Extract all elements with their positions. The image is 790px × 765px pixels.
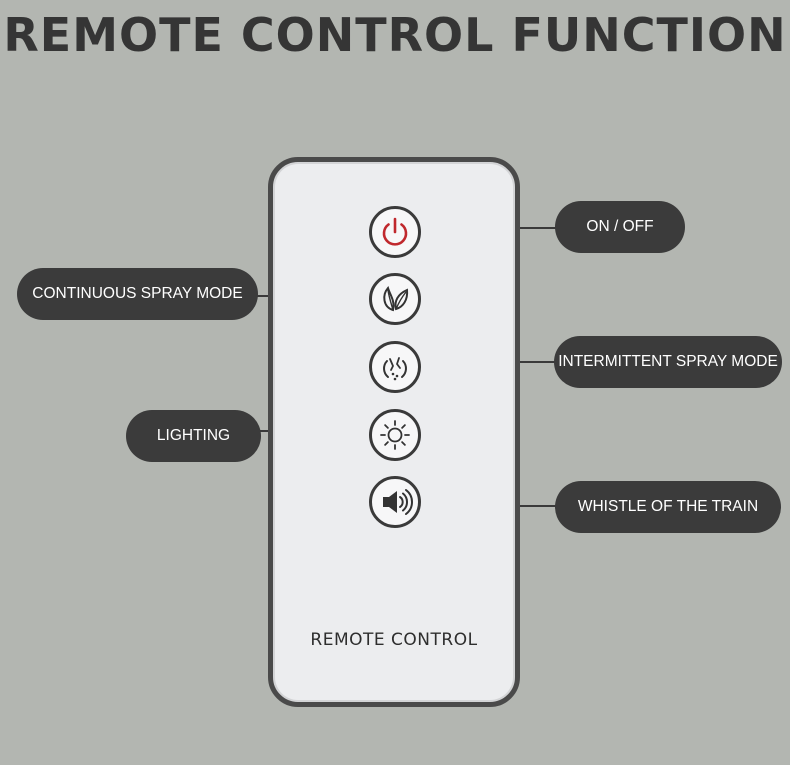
label-continuous-spray-mode: CONTINUOUS SPRAY MODE: [17, 268, 258, 320]
page-title: REMOTE CONTROL FUNCTION: [3, 8, 787, 62]
power-icon: [382, 217, 408, 246]
sun-icon: [380, 420, 410, 450]
power-button[interactable]: [369, 206, 421, 258]
remote-label: REMOTE CONTROL: [310, 630, 478, 650]
continuous-spray-button[interactable]: [369, 273, 421, 325]
intermittent-spray-button[interactable]: [369, 341, 421, 393]
remote-control: REMOTE CONTROL: [268, 157, 520, 707]
lighting-button[interactable]: [369, 409, 421, 461]
label-whistle-of-the-train: WHISTLE OF THE TRAIN: [555, 481, 781, 533]
spray-icon: [383, 357, 407, 381]
leaf-icon: [383, 285, 409, 312]
label-on-off: ON / OFF: [555, 201, 685, 253]
whistle-button[interactable]: [369, 476, 421, 528]
label-intermittent-spray-mode: INTERMITTENT SPRAY MODE: [554, 336, 782, 388]
speaker-icon: [383, 489, 413, 515]
label-lighting: LIGHTING: [126, 410, 261, 462]
